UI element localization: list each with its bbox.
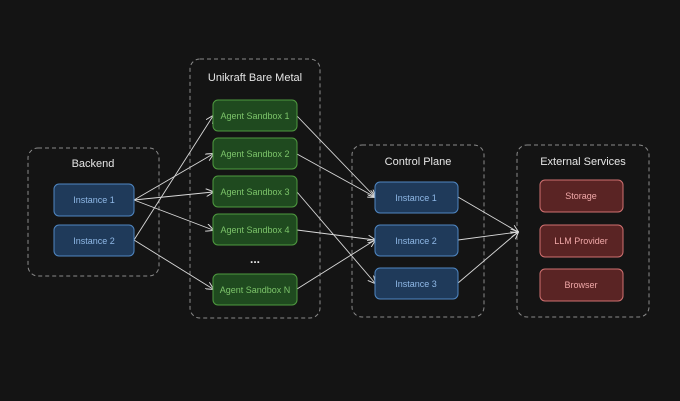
agent-sandbox-3[interactable]: Agent Sandbox 3	[212, 175, 298, 208]
backend-instance-2[interactable]: Instance 2	[53, 224, 135, 257]
arrow-s3-c3	[296, 191, 375, 283]
arrow-s4-c2	[296, 229, 375, 240]
llm-provider-service-label: LLM Provider	[554, 236, 608, 246]
sandbox-ellipsis: ...	[250, 252, 260, 266]
arrow-b2-s1	[133, 116, 213, 241]
control-instance-1[interactable]: Instance 1	[374, 181, 459, 214]
arrow-c2-ext	[457, 232, 518, 241]
control-plane-group	[351, 144, 485, 318]
agent-sandbox-1[interactable]: Agent Sandbox 1	[212, 99, 298, 132]
external-services-group-title: External Services	[540, 156, 626, 168]
storage-service[interactable]: Storage	[539, 179, 624, 213]
backend-instance-2-label: Instance 2	[73, 236, 115, 246]
backend-group	[27, 147, 160, 277]
arrow-c1-ext	[457, 196, 518, 232]
control-instance-1-label: Instance 1	[395, 193, 437, 203]
arrow-c3-ext	[457, 232, 518, 284]
arrow-b1-s2	[133, 154, 213, 201]
agent-sandbox-4[interactable]: Agent Sandbox 4	[212, 213, 298, 246]
unikraft-group	[189, 58, 321, 319]
arrow-sn-c3	[296, 240, 375, 290]
control-instance-2[interactable]: Instance 2	[374, 224, 459, 257]
agent-sandbox-4-label: Agent Sandbox 4	[220, 225, 289, 235]
arrow-b1-s3	[133, 192, 213, 201]
agent-sandbox-n-label: Agent Sandbox N	[220, 285, 291, 295]
storage-service-label: Storage	[565, 191, 597, 201]
backend-instance-1-label: Instance 1	[73, 195, 115, 205]
agent-sandbox-3-label: Agent Sandbox 3	[220, 187, 289, 197]
arrow-s1-c1	[296, 115, 375, 197]
unikraft-group-title: Unikraft Bare Metal	[208, 72, 302, 84]
browser-service-label: Browser	[564, 280, 597, 290]
agent-sandbox-2-label: Agent Sandbox 2	[220, 149, 289, 159]
agent-sandbox-1-label: Agent Sandbox 1	[220, 111, 289, 121]
control-plane-group-title: Control Plane	[385, 156, 452, 168]
backend-group-title: Backend	[72, 158, 115, 170]
browser-service[interactable]: Browser	[539, 268, 624, 302]
connections	[133, 115, 518, 290]
backend-instance-1[interactable]: Instance 1	[53, 183, 135, 217]
arrow-s2-c1	[296, 153, 375, 197]
control-instance-2-label: Instance 2	[395, 236, 437, 246]
agent-sandbox-2[interactable]: Agent Sandbox 2	[212, 137, 298, 170]
arrow-b2-sn	[133, 239, 213, 289]
control-instance-3[interactable]: Instance 3	[374, 267, 459, 300]
agent-sandbox-n[interactable]: Agent Sandbox N	[212, 273, 298, 306]
arrow-b1-s4	[133, 199, 213, 230]
control-instance-3-label: Instance 3	[395, 279, 437, 289]
llm-provider-service[interactable]: LLM Provider	[539, 224, 624, 258]
